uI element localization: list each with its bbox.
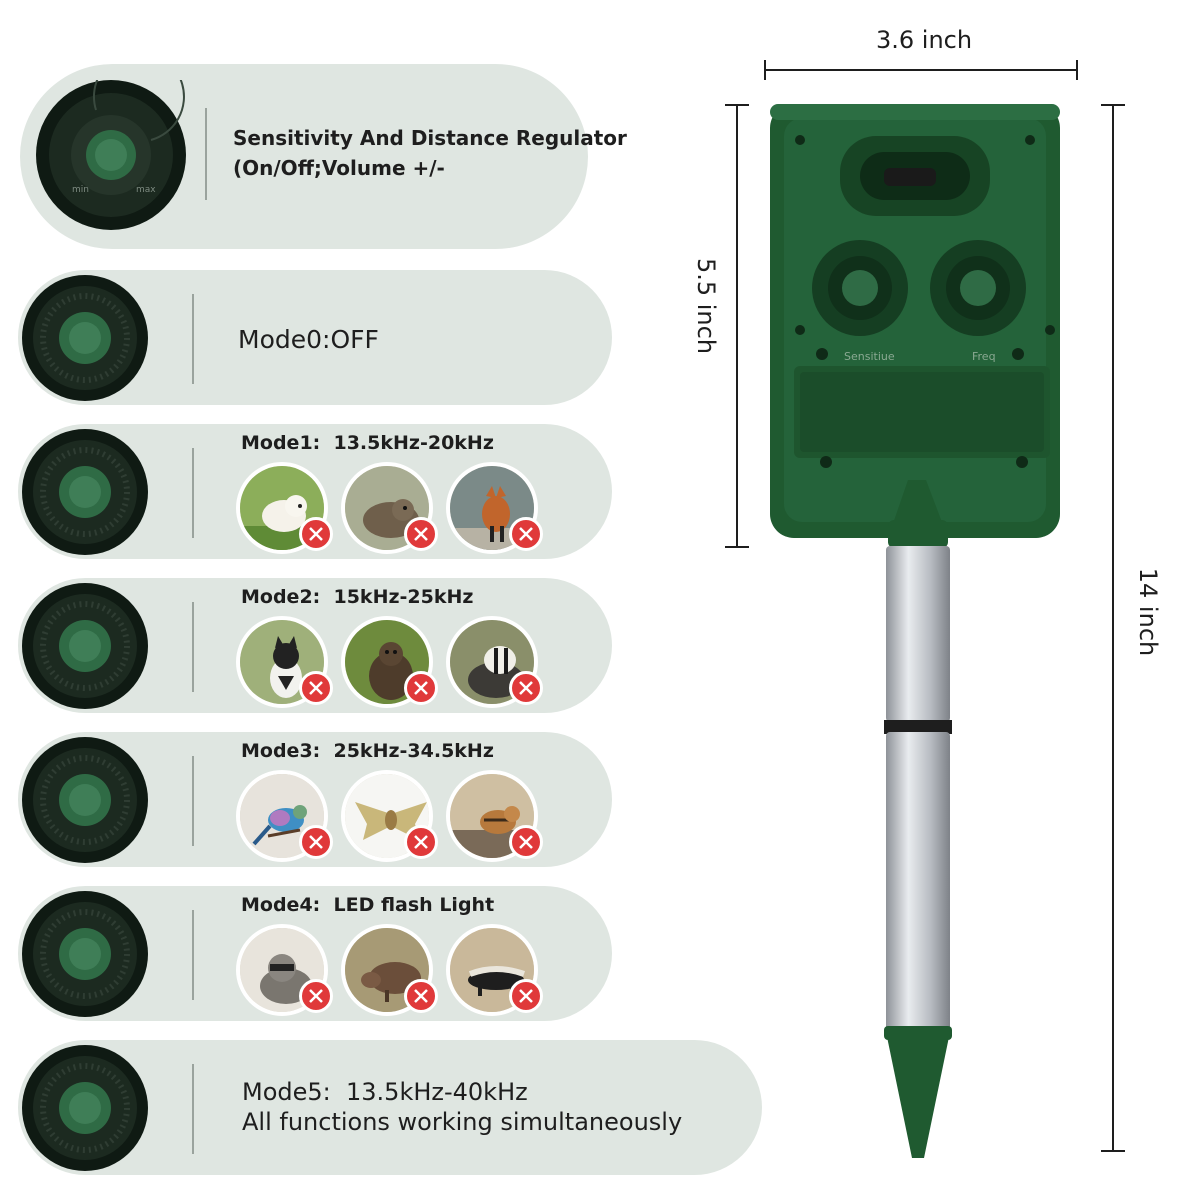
total-height-dimension-label: 14 inch <box>1134 567 1162 657</box>
regulator-knob: min max <box>36 80 186 230</box>
x-badge-icon <box>299 671 333 705</box>
mode5-description: All functions working simultaneously <box>242 1108 683 1136</box>
total-height-dimension-line <box>1101 104 1125 1152</box>
sensitivity-knob-label: Sensitiue <box>844 350 895 363</box>
chipmunk-photo <box>446 770 538 862</box>
x-badge-icon <box>299 979 333 1013</box>
x-badge-icon <box>404 825 438 859</box>
divider <box>192 756 194 846</box>
width-dimension-line <box>764 60 1078 80</box>
x-badge-icon <box>299 825 333 859</box>
divider <box>205 108 207 200</box>
x-badge-icon <box>299 517 333 551</box>
divider <box>192 294 194 384</box>
mode2-knob <box>22 583 148 709</box>
dial-min-text: min <box>72 185 89 195</box>
mode0-label: Mode0:OFF <box>238 325 379 354</box>
x-badge-icon <box>404 979 438 1013</box>
mode4-knob <box>22 891 148 1017</box>
mode1-knob <box>22 429 148 555</box>
divider <box>192 1064 194 1154</box>
divider <box>192 448 194 538</box>
divider <box>192 910 194 1000</box>
body-height-dimension-label: 5.5 inch <box>692 257 720 355</box>
regulator-title: Sensitivity And Distance Regulator <box>233 126 627 150</box>
mode5-label: Mode5: 13.5kHz-40kHz <box>242 1078 528 1106</box>
dog-photo <box>236 462 328 554</box>
x-badge-icon <box>509 979 543 1013</box>
mode5-knob <box>22 1045 148 1171</box>
x-badge-icon <box>509 671 543 705</box>
mode4-label: Mode4: LED flash Light <box>241 894 495 916</box>
frequency-knob-label: Freq <box>972 350 996 363</box>
width-dimension-label: 3.6 inch <box>876 26 973 54</box>
x-badge-icon <box>509 517 543 551</box>
body-height-dimension-line <box>725 104 749 548</box>
mode0-knob <box>22 275 148 401</box>
dial-max-text: max <box>136 185 156 195</box>
x-badge-icon <box>404 517 438 551</box>
divider <box>192 602 194 692</box>
x-badge-icon <box>404 671 438 705</box>
mode2-label: Mode2: 15kHz-25kHz <box>241 586 474 608</box>
mode3-knob <box>22 737 148 863</box>
x-badge-icon <box>509 825 543 859</box>
mode3-label: Mode3: 25kHz-34.5kHz <box>241 740 494 762</box>
mode1-label: Mode1: 13.5kHz-20kHz <box>241 432 494 454</box>
repeller-device: Sensitiue Freq <box>770 104 1060 1158</box>
honey-badger-photo <box>446 924 538 1016</box>
regulator-subtitle: (On/Off;Volume +/- <box>233 156 445 180</box>
cat-photo <box>236 616 328 708</box>
